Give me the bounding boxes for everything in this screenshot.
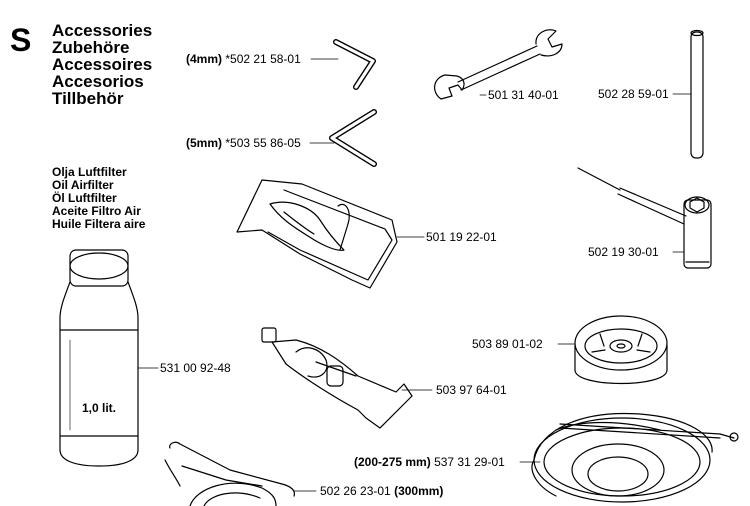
part-hex-key-4mm-size: (4mm) — [186, 52, 223, 66]
rod-illustration — [672, 29, 704, 159]
combination-tool-illustration — [577, 167, 712, 269]
hex-key-4mm-illustration — [310, 39, 376, 90]
title-english: Accessories — [52, 21, 153, 40]
part-harness-plate-number: 502 26 23-01 — [320, 484, 391, 498]
hex-key-5mm-illustration — [309, 109, 377, 167]
oil-airfilter-titles: Olja Luftfilter Oil Airfilter Öl Luftfil… — [52, 166, 145, 231]
title-german: Zubehöre — [52, 38, 130, 57]
part-blade-guard: (200-275 mm) 537 31 29-01 — [354, 455, 505, 469]
part-harness-plate-size: (300mm) — [394, 484, 444, 498]
part-chain-guard-number: 501 19 22-01 — [426, 230, 497, 244]
oil-bottle-volume-label: 1,0 lit. — [82, 401, 117, 415]
part-hex-key-5mm: (5mm) *503 55 86-05 — [186, 136, 301, 150]
grease-tube-illustration — [261, 327, 433, 429]
oil-title-swedish: Olja Luftfilter — [52, 165, 127, 179]
part-combination-tool-number: 502 19 30-01 — [588, 245, 659, 259]
spool-illustration — [557, 315, 668, 385]
part-oil-bottle-number: 531 00 92-48 — [160, 361, 231, 375]
part-blade-guard-number: 537 31 29-01 — [434, 455, 505, 469]
part-hex-key-5mm-size: (5mm) — [186, 136, 223, 150]
section-letter: S — [10, 22, 32, 58]
part-grease-tube-number: 503 97 64-01 — [436, 383, 507, 397]
oil-title-french: Huile Filtera aire — [52, 217, 146, 231]
part-hex-key-4mm: (4mm) *502 21 58-01 — [186, 52, 301, 66]
oil-title-german: Öl Luftfilter — [52, 191, 117, 205]
oil-bottle-illustration — [59, 249, 159, 467]
part-wrench-number: 501 31 40-01 — [488, 88, 559, 102]
title-swedish: Tillbehör — [52, 89, 124, 108]
part-spool-number: 503 89 01-02 — [472, 337, 543, 351]
part-rod-number: 502 28 59-01 — [598, 87, 669, 101]
wrench-illustration — [434, 29, 563, 100]
section-titles: Accessories Zubehöre Accessoires Accesor… — [52, 22, 152, 107]
part-harness-plate: 502 26 23-01 (300mm) — [320, 484, 443, 498]
oil-title-english: Oil Airfilter — [52, 178, 114, 192]
title-french: Accessoires — [52, 55, 153, 74]
title-spanish: Accesorios — [52, 72, 144, 91]
part-hex-key-5mm-number: *503 55 86-05 — [225, 136, 301, 150]
blade-guard-illustration — [519, 412, 739, 503]
chain-guard-illustration — [236, 179, 425, 289]
harness-plate-illustration — [164, 441, 317, 506]
part-blade-guard-size: (200-275 mm) — [354, 455, 431, 469]
part-hex-key-4mm-number: *502 21 58-01 — [225, 52, 301, 66]
oil-title-spanish: Aceite Filtro Air — [52, 204, 141, 218]
